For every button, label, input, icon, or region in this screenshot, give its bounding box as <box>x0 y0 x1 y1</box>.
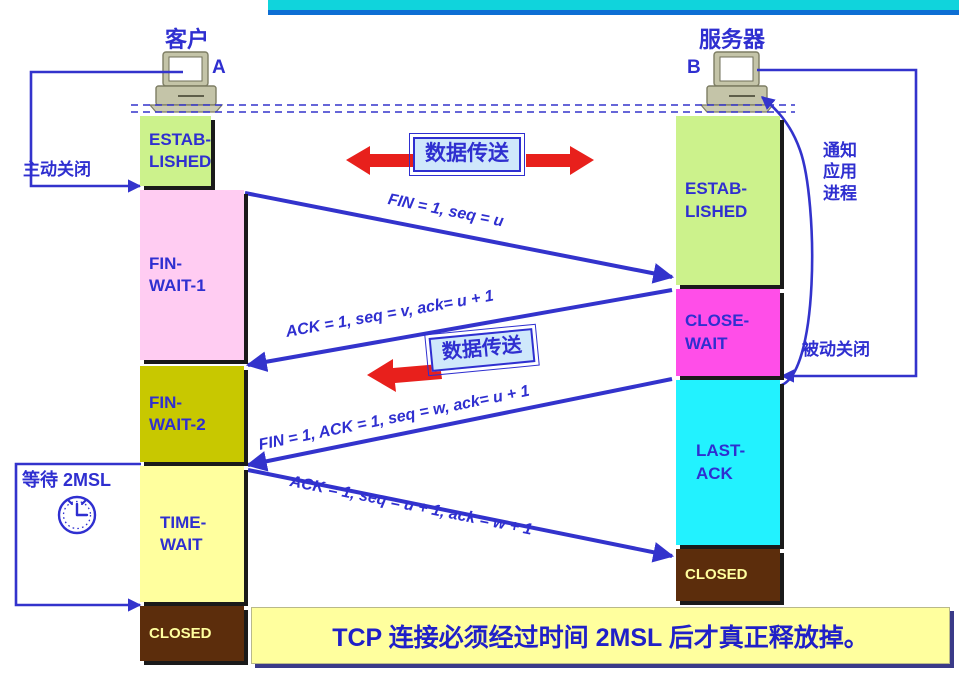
state-line: WAIT-1 <box>149 276 206 295</box>
data-transfer-box-1: 数据传送 <box>409 132 525 177</box>
data-transfer-arrow-left <box>367 359 442 392</box>
state-line: WAIT <box>685 333 728 353</box>
server-state-closed[interactable]: CLOSED <box>676 549 780 601</box>
state-line: LAST- <box>696 441 746 461</box>
state-line: LISHED <box>685 201 748 221</box>
top-decorative-bar-cyan <box>268 0 959 10</box>
state-line: FIN- <box>149 392 183 412</box>
top-decorative-bar-blue <box>268 10 959 15</box>
notify-line: 进程 <box>823 183 857 203</box>
state-line: CLOSED <box>685 566 748 584</box>
state-line: WAIT <box>160 535 203 554</box>
message-arrow-ack-2 <box>247 468 675 563</box>
notify-line: 应用 <box>823 162 857 182</box>
wait-2msl-label: 等待 2MSL <box>22 470 112 490</box>
state-line: CLOSE- <box>685 311 750 331</box>
client-title: 客户 <box>165 27 210 52</box>
active-close-connector <box>29 70 183 193</box>
wait-2msl-connector <box>14 462 142 612</box>
state-line: LISHED <box>149 152 212 171</box>
state-line: FIN- <box>149 253 183 273</box>
state-line: ACK <box>696 463 733 483</box>
client-state-fin-wait-2[interactable]: FIN- WAIT-2 <box>140 366 244 462</box>
client-state-closed[interactable]: CLOSED <box>140 606 244 661</box>
state-line: TIME- <box>160 512 207 532</box>
server-state-established[interactable]: ESTAB- LISHED <box>676 116 780 285</box>
server-state-close-wait[interactable]: CLOSE- WAIT <box>676 289 780 376</box>
server-title: 服务器 <box>699 27 766 52</box>
server-letter: B <box>687 57 701 78</box>
bottom-banner: TCP 连接必须经过时间 2MSL 后才真正释放掉。 <box>251 607 950 664</box>
dashed-timeline-separator <box>131 104 795 113</box>
notify-app-process-connector <box>760 96 814 388</box>
server-state-last-ack[interactable]: LAST- ACK <box>676 380 780 545</box>
message-arrow-fin-1 <box>244 191 675 284</box>
state-line: ESTAB- <box>149 129 212 149</box>
notify-app-process-label: 通知 应用 进程 <box>823 140 857 204</box>
message-arrow-ack-1 <box>245 288 673 372</box>
client-state-time-wait[interactable]: TIME- WAIT <box>140 466 244 602</box>
state-line: CLOSED <box>149 624 212 642</box>
state-line: ESTAB- <box>685 179 748 199</box>
data-transfer-arrow-bidirectional <box>346 146 594 175</box>
client-letter: A <box>212 57 226 78</box>
message-arrow-fin-2 <box>245 377 673 472</box>
clock-icon <box>57 495 97 535</box>
notify-line: 通知 <box>823 141 857 160</box>
passive-close-label: 被动关闭 <box>802 340 870 359</box>
server-computer-icon <box>699 51 775 113</box>
client-state-established[interactable]: ESTAB- LISHED <box>140 116 211 186</box>
passive-close-connector <box>757 68 918 383</box>
state-line: WAIT-2 <box>149 415 206 434</box>
bottom-banner-text: TCP 连接必须经过时间 2MSL 后才真正释放掉。 <box>332 623 869 652</box>
active-close-label: 主动关闭 <box>23 160 91 179</box>
client-state-fin-wait-1[interactable]: FIN- WAIT-1 <box>140 190 244 360</box>
